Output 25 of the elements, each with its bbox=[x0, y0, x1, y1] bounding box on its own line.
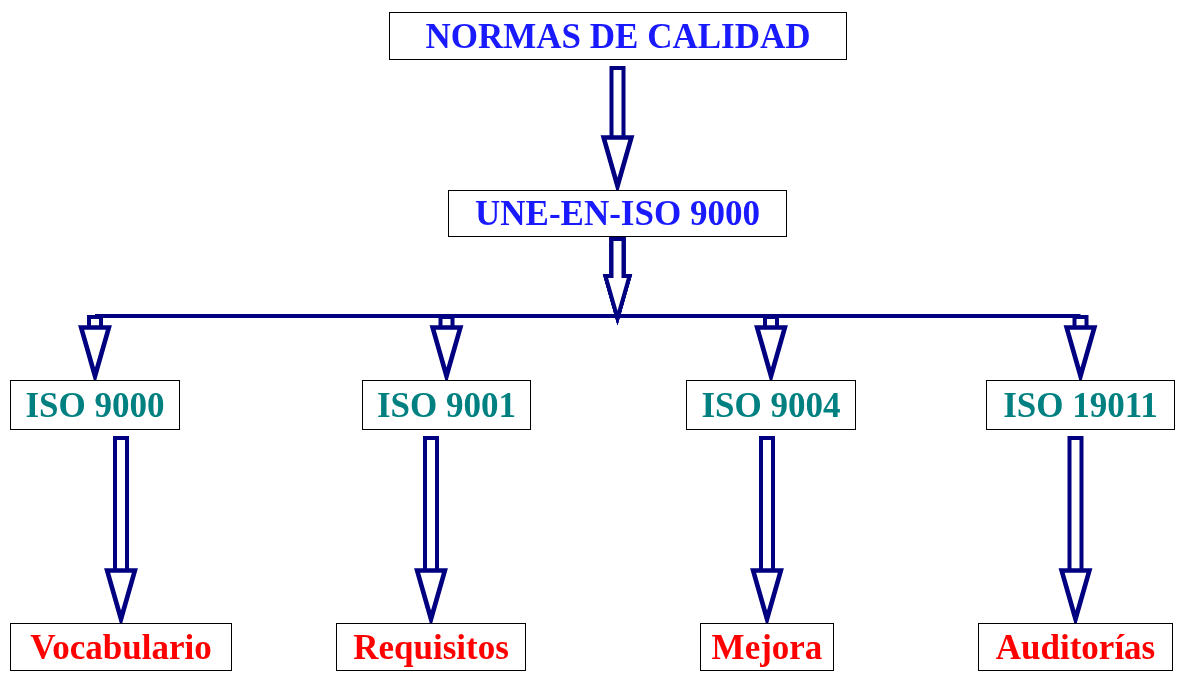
node-label: Requisitos bbox=[353, 629, 509, 665]
label-box bbox=[986, 380, 1175, 430]
block-arrow bbox=[601, 66, 634, 189]
label-box bbox=[362, 380, 531, 430]
label-box bbox=[700, 623, 834, 671]
block-arrow bbox=[414, 436, 448, 622]
node-label: ISO 9001 bbox=[376, 387, 517, 423]
label-box bbox=[389, 12, 847, 60]
node-label: Mejora bbox=[711, 629, 823, 665]
branching-arrow bbox=[602, 237, 1097, 379]
label-box bbox=[978, 623, 1173, 671]
label-box bbox=[686, 380, 856, 430]
node-label: UNE-EN-ISO 9000 bbox=[475, 196, 760, 231]
label-box bbox=[336, 623, 526, 671]
block-arrow bbox=[1059, 436, 1092, 622]
node-label: ISO 19011 bbox=[1003, 387, 1158, 423]
label-box bbox=[10, 623, 232, 671]
node-label: Vocabulario bbox=[30, 629, 212, 665]
node-label: ISO 9000 bbox=[25, 387, 165, 423]
label-box bbox=[10, 380, 180, 430]
block-arrow bbox=[750, 436, 784, 622]
block-arrow bbox=[104, 436, 138, 622]
node-label: ISO 9004 bbox=[701, 387, 841, 423]
node-label: Auditorías bbox=[995, 629, 1156, 665]
node-label: NORMAS DE CALIDAD bbox=[425, 18, 811, 54]
